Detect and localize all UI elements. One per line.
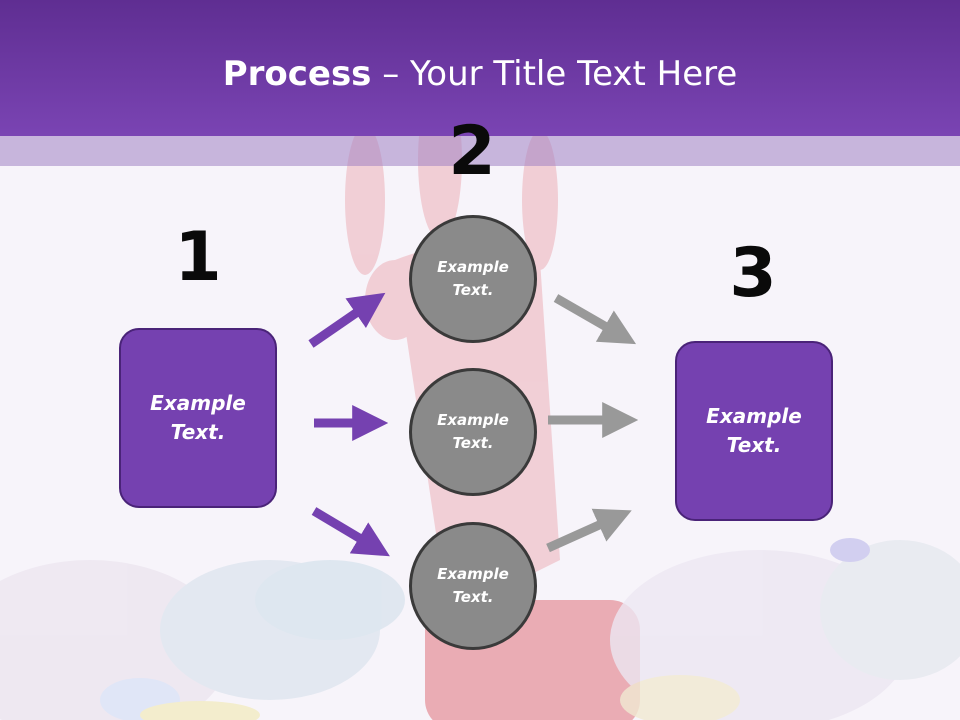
page-title: Process – Your Title Text Here xyxy=(0,52,960,96)
arrow-1-to-bottom xyxy=(311,507,390,557)
arrow-bottom-to-3 xyxy=(546,508,632,553)
step-number-3: 3 xyxy=(729,234,777,313)
title-rest: – Your Title Text Here xyxy=(371,54,738,94)
title-bar xyxy=(0,0,960,136)
arrow-top-to-3 xyxy=(553,294,637,345)
step-number-2: 2 xyxy=(448,112,496,191)
circle-bottom-line2: Text. xyxy=(452,588,494,606)
title-band xyxy=(0,136,960,166)
circle-middle-line2: Text. xyxy=(452,434,494,452)
circle-bottom-line1: Example xyxy=(437,565,509,583)
step-1-label-line2: Text. xyxy=(170,420,226,444)
title-bold: Process xyxy=(222,54,372,94)
arrow-1-to-top xyxy=(308,292,386,348)
step-3-label-line2: Text. xyxy=(726,433,782,457)
circle-top-line1: Example xyxy=(437,258,509,276)
circle-top-line2: Text. xyxy=(452,281,494,299)
step-3-label-line1: Example xyxy=(706,404,802,428)
step-number-1: 1 xyxy=(174,218,222,297)
step-1-label-line1: Example xyxy=(150,391,246,415)
circle-middle-line1: Example xyxy=(437,411,509,429)
